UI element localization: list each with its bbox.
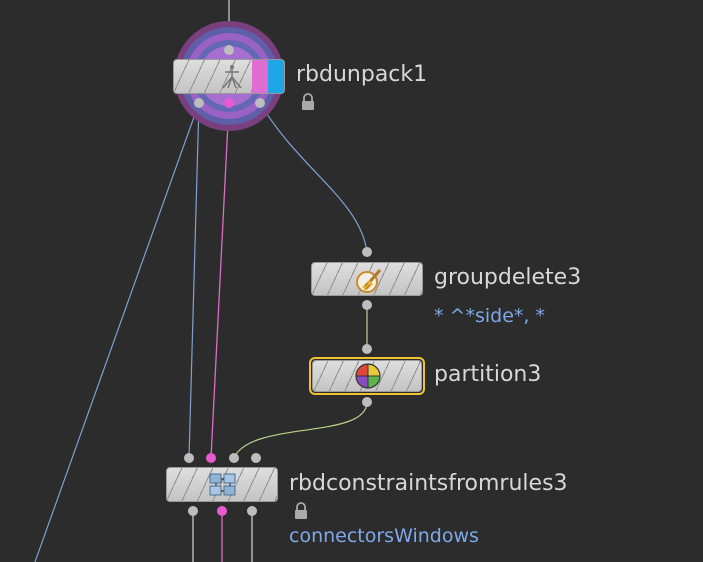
rbdunpack-node-name[interactable]: rbdunpack1 xyxy=(296,62,428,87)
constraints-output-port-1[interactable] xyxy=(188,506,198,516)
wire-rbdunpack-offscreen[interactable] xyxy=(34,102,200,562)
constraints-output-port-3[interactable] xyxy=(247,506,257,516)
groupdelete-node[interactable] xyxy=(311,262,423,296)
partition-sphere-icon xyxy=(355,363,381,389)
lock-icon xyxy=(302,93,314,110)
constraints-node[interactable] xyxy=(166,467,278,502)
partition-output-port[interactable] xyxy=(362,397,372,407)
wire-partition-to-constraints[interactable] xyxy=(233,401,368,459)
groupdelete-node-name[interactable]: groupdelete3 xyxy=(434,265,582,290)
wire-rbdunpack-to-constraints-pink[interactable] xyxy=(210,102,230,459)
broom-icon xyxy=(356,269,382,293)
partition-node-name[interactable]: partition3 xyxy=(434,362,542,387)
rbdunpack-input-port[interactable] xyxy=(224,45,234,55)
lock-icon xyxy=(295,502,307,519)
rbdunpack-output-port-3[interactable] xyxy=(255,98,265,108)
constraint-boxes-icon xyxy=(209,473,236,496)
constraints-output-port-2[interactable] xyxy=(217,506,227,516)
rbdunpack-output-port-1[interactable] xyxy=(194,98,204,108)
rbd-unpack-icon xyxy=(222,65,242,89)
groupdelete-output-port[interactable] xyxy=(362,300,372,310)
constraints-input-port-2[interactable] xyxy=(206,453,216,463)
rbdunpack-output-port-2[interactable] xyxy=(224,98,234,108)
constraints-input-port-3[interactable] xyxy=(229,453,239,463)
partition-input-port[interactable] xyxy=(362,344,372,354)
rbdunpack-bypass-flag[interactable] xyxy=(252,60,268,93)
wire-rbdunpack-to-constraints-blue[interactable] xyxy=(188,102,200,459)
groupdelete-node-comment: * ^*side*, * xyxy=(434,305,545,327)
rbdunpack-display-flag[interactable] xyxy=(268,60,284,93)
partition-node[interactable] xyxy=(312,360,422,392)
constraints-input-port-4[interactable] xyxy=(251,453,261,463)
groupdelete-input-port[interactable] xyxy=(362,247,372,257)
constraints-input-port-1[interactable] xyxy=(184,453,194,463)
constraints-node-name[interactable]: rbdconstraintsfromrules3 xyxy=(289,471,568,496)
constraints-node-comment: connectorsWindows xyxy=(289,525,479,547)
partition-selection-outline xyxy=(309,357,425,395)
wire-rbdunpack-to-groupdelete[interactable] xyxy=(259,102,368,253)
rbdunpack-node[interactable] xyxy=(173,59,285,94)
